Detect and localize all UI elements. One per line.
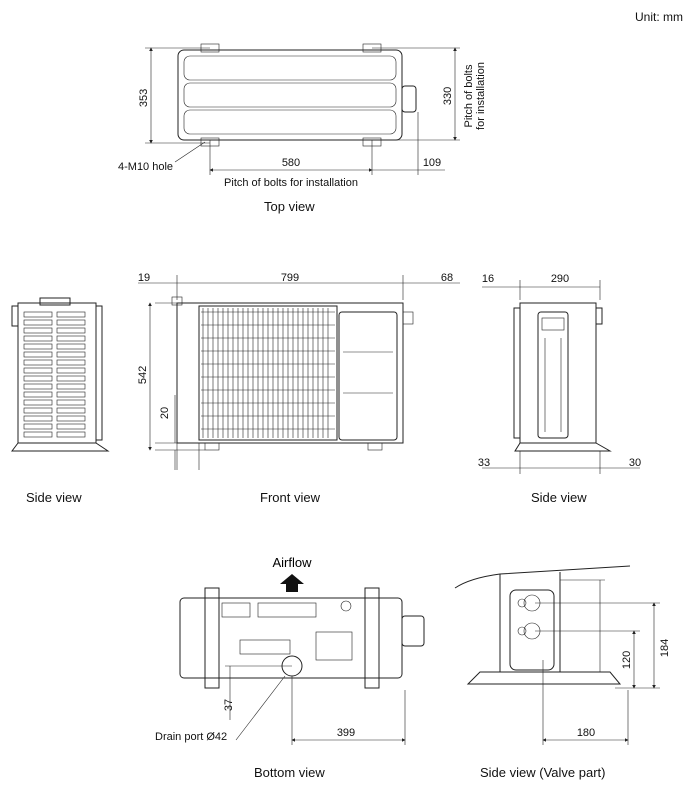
airflow-arrow-icon — [280, 574, 304, 592]
louvre-slot — [56, 319, 86, 326]
top-bolt-pitch-vertical-2: for installation — [475, 62, 487, 130]
louvre-slot — [23, 375, 53, 382]
top-view-drawing — [145, 43, 460, 175]
bottom-dim-drain-y: 37 — [223, 699, 235, 711]
bottom-airflow-label: Airflow — [272, 555, 312, 570]
bottom-view-caption: Bottom view — [254, 765, 325, 780]
bottom-drain-label: Drain port Ø42 — [155, 731, 227, 743]
louvre-slot — [56, 415, 86, 422]
louvre-slot — [23, 319, 53, 326]
louvre-slot — [23, 343, 53, 350]
top-dim-bolt-depth: 330 — [442, 87, 454, 105]
louvre-slot — [23, 423, 53, 430]
bottom-view-drawing — [179, 574, 425, 745]
side-view-left-drawing — [11, 297, 110, 452]
louvre-slot — [56, 343, 86, 350]
louvre-slot — [23, 407, 53, 414]
louvre-slot — [56, 367, 86, 374]
louvre-slot — [23, 367, 53, 374]
top-view-caption: Top view — [264, 199, 315, 214]
right-dim-foot-right: 30 — [629, 457, 641, 469]
front-dim-left: 19 — [138, 272, 150, 284]
side-view-right-caption: Side view — [531, 490, 587, 505]
louvre-slot — [23, 431, 53, 438]
valve-view-drawing — [454, 565, 660, 745]
valve-view-caption: Side view (Valve part) — [480, 765, 606, 780]
louvre-slot — [23, 391, 53, 398]
louvre-slot — [56, 407, 86, 414]
right-dim-depth: 290 — [551, 273, 569, 285]
louvre-slot — [23, 399, 53, 406]
louvre-slot — [56, 391, 86, 398]
front-dim-height: 542 — [137, 366, 149, 384]
front-view-drawing — [138, 275, 460, 470]
louvre-slot — [56, 359, 86, 366]
louvre-slot — [23, 383, 53, 390]
front-dim-width: 799 — [281, 272, 299, 284]
top-bolt-pitch-vertical-1: Pitch of bolts — [463, 64, 475, 127]
bottom-dim-drain-x: 399 — [337, 727, 355, 739]
louvre-slot — [23, 335, 53, 342]
louvre-slot — [56, 375, 86, 382]
valve-dim-upper: 184 — [659, 639, 671, 657]
front-dim-right: 68 — [441, 272, 453, 284]
louvre-slot — [56, 351, 86, 358]
louvre-slot — [56, 327, 86, 334]
louvre-slot — [56, 335, 86, 342]
louvre-slot — [23, 351, 53, 358]
front-view-caption: Front view — [260, 490, 320, 505]
louvre-slot — [23, 415, 53, 422]
side-view-left-caption: Side view — [26, 490, 82, 505]
louvre-slot — [56, 431, 86, 438]
top-dim-right-offset: 109 — [423, 157, 441, 169]
louvre-slot — [56, 311, 86, 318]
front-dim-base: 20 — [159, 407, 171, 419]
louvre-slot — [23, 311, 53, 318]
louvre-slot — [56, 423, 86, 430]
top-dim-depth: 353 — [138, 89, 150, 107]
top-dim-bolt-width: 580 — [282, 157, 300, 169]
louvre-slot — [56, 399, 86, 406]
louvre-slot — [23, 327, 53, 334]
top-bolt-pitch-horizontal: Pitch of bolts for installation — [224, 177, 358, 189]
side-view-right-drawing — [482, 280, 640, 474]
louvre-slot — [56, 383, 86, 390]
top-hole-label: 4-M10 hole — [118, 161, 173, 173]
right-dim-foot-left: 33 — [478, 457, 490, 469]
right-dim-left: 16 — [482, 273, 494, 285]
valve-dim-x: 180 — [577, 727, 595, 739]
valve-dim-lower: 120 — [621, 651, 633, 669]
louvre-slot — [23, 359, 53, 366]
unit-label: Unit: mm — [635, 10, 683, 24]
